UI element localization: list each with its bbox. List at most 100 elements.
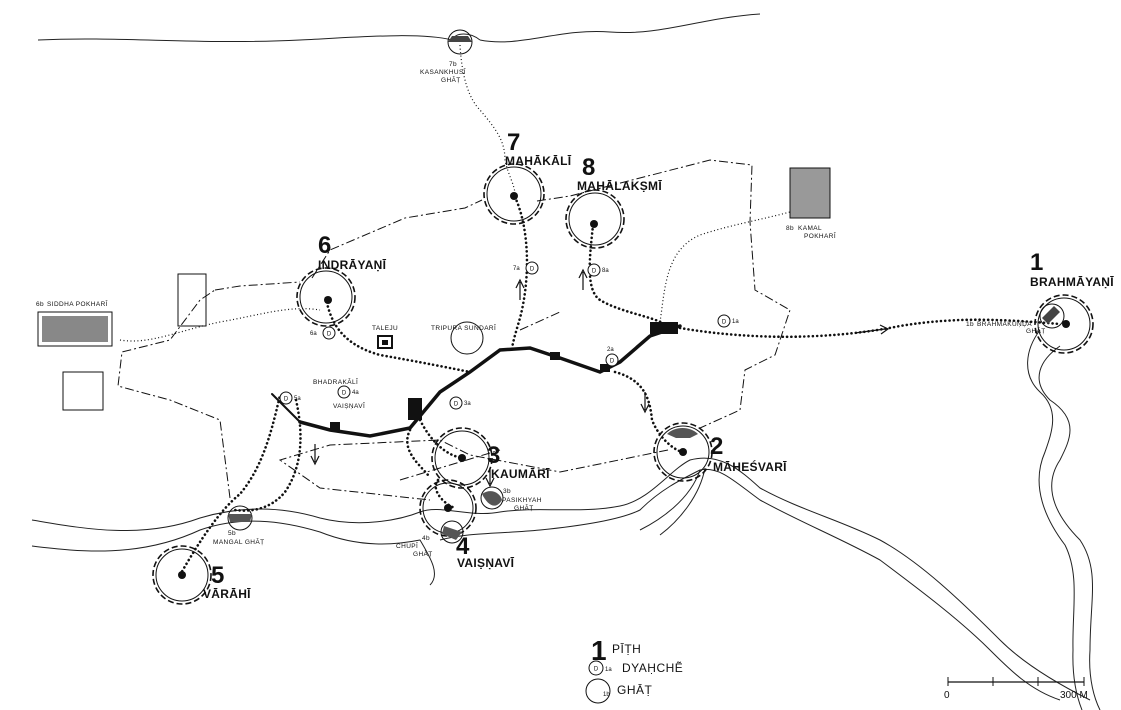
ghat-5b-marker <box>227 505 253 531</box>
scale-bar: 0 300 M <box>944 677 1088 701</box>
pith-6-name: INDRĀYAṆĪ <box>318 258 387 272</box>
dyahche-6a-symbol: D <box>327 332 332 338</box>
route-siddha <box>119 308 321 342</box>
pith-2-number: 2 <box>710 433 723 460</box>
pith-6-circle <box>296 267 356 327</box>
pith-1-circle <box>1034 294 1094 354</box>
ghat-4b-code: 4b <box>422 535 430 542</box>
dyahche-8a-label: 8a <box>602 268 609 274</box>
ghat-2b-marker <box>667 428 698 438</box>
dyahche-8a-symbol: D <box>592 269 597 275</box>
ghat-8b-code: 8b <box>786 225 794 232</box>
ghat-4b-marker <box>440 520 464 544</box>
legend-pith-label: PĪṬH <box>612 642 641 656</box>
tripura-sundari-marker <box>450 321 484 355</box>
street-block-4 <box>600 364 610 372</box>
ghat-7b-suffix: GHĀṬ <box>441 76 461 84</box>
dyahche-2a-label: 2a <box>607 347 614 353</box>
route-indrayani <box>324 296 472 374</box>
durbar-square-block <box>408 398 422 420</box>
direction-arrows <box>310 268 890 488</box>
pith-7-number: 7 <box>507 129 520 156</box>
pith-2-name: MĀHEŚVARĪ <box>713 459 787 474</box>
dyahche-4a-symbol: D <box>342 391 347 397</box>
legend-ghat-icon <box>585 678 611 704</box>
ghat-3b-name: PASIKHYAH <box>502 497 542 504</box>
ghat-7b-marker <box>447 29 473 55</box>
ghat-3b-code: 3b <box>503 488 511 495</box>
dyahche-3a-symbol: D <box>454 402 459 408</box>
legend-dyahche-label: DYAḤCHẼ <box>622 661 683 675</box>
pith-5-name: VĀRĀHĪ <box>203 587 251 601</box>
route-west-loop <box>233 398 302 512</box>
pith-labels: 1 BRAHMĀYAṆĪ 2 MĀHEŚVARĪ 3 KAUMĀRĪ 4 VAI… <box>203 129 1114 601</box>
river-bagmati-east-2 <box>1027 329 1083 710</box>
arrow-south-1 <box>640 392 650 414</box>
dyahche-7a-label: 7a <box>513 266 520 272</box>
taleju-marker <box>377 335 393 349</box>
ghat-1b-name: BRAHMAKUṆḌA <box>977 321 1032 328</box>
ghat-6b-code: 6b <box>36 301 44 308</box>
legend-pith-number: 1 <box>591 635 607 666</box>
arrow-south-2 <box>310 444 320 466</box>
dyahche-6a-label: 6a <box>310 331 317 337</box>
arrow-east <box>854 324 890 335</box>
pith-3-name: KAUMĀRĪ <box>491 467 550 481</box>
legend-dyahche-icon <box>588 660 604 676</box>
dyahche-4a: D 4a <box>337 385 359 399</box>
ghat-5b-code: 5b <box>228 530 236 537</box>
ghat-1b-marker <box>1039 303 1065 329</box>
ghat-markers <box>37 29 1065 544</box>
pith-5-number: 5 <box>211 562 224 589</box>
scale-end-label: 300 M <box>1060 690 1088 701</box>
dyahche-6a: D 6a <box>310 326 336 340</box>
pith-8-number: 8 <box>582 154 595 181</box>
dyahche-2a: D 2a <box>605 347 619 367</box>
ghat-8b-name: KAMAL <box>798 225 822 232</box>
bhadrakali-label: BHADRAKĀLĪ <box>313 378 358 386</box>
legend: 1 PĪṬH D 1a DYAḤCHẼ 1b GHĀṬ <box>585 635 683 704</box>
dyahche-markers: D 1a D 2a D 3a D 4a D 5a D 6a <box>279 261 739 410</box>
route-vaisnavi <box>434 478 457 510</box>
ghat-7b-name: KASANKHUSĪ <box>420 68 466 76</box>
ghat-8b-suffix: POKHARĪ <box>804 232 836 240</box>
landmark-labels: TALEJU TRIPURA SUNDARĪ BHADRAKĀLĪ VAIṢṆA… <box>313 324 496 410</box>
route-kamal <box>659 211 791 323</box>
scale-start-label: 0 <box>944 690 950 701</box>
dyahche-3a: D 3a <box>449 396 471 410</box>
dyahche-1a: D 1a <box>717 314 739 328</box>
route-maheshvari <box>613 370 684 454</box>
pith-7-name: MAHĀKĀLĪ <box>505 154 572 168</box>
street-line <box>298 324 682 438</box>
dyahche-1a-symbol: D <box>722 320 727 326</box>
route-mahakali <box>510 195 529 352</box>
pith-4-number: 4 <box>456 533 470 560</box>
arrow-north-1 <box>515 278 525 300</box>
pith-circles <box>152 163 1094 605</box>
pith-3-number: 3 <box>487 442 500 469</box>
river-bagmati-east <box>1038 345 1101 710</box>
street-block-2 <box>550 352 560 360</box>
pith-7-circle <box>483 163 545 225</box>
route-kaumari <box>406 418 464 477</box>
dyahche-8a: D 8a <box>587 263 609 277</box>
route-brahmayani <box>678 318 1062 339</box>
ghat-6b-name: SIDDHA POKHARĪ <box>47 300 108 308</box>
taleju-label: TALEJU <box>372 325 398 332</box>
river-south-north-bank <box>31 457 1091 701</box>
legend-ghat-label: GHĀṬ <box>617 683 653 697</box>
pith-6-number: 6 <box>318 232 331 259</box>
dyahche-3a-label: 3a <box>464 401 471 407</box>
dyahche-2a-symbol: D <box>610 359 615 365</box>
rivers <box>31 13 1101 710</box>
arrow-north-2 <box>578 268 588 290</box>
pith-1-number: 1 <box>1030 249 1043 276</box>
vaisnavi-temple-label: VAIṢṆAVĪ <box>333 402 365 410</box>
pith-8-name: MAHĀLAKṢMĪ <box>577 179 662 193</box>
ghat-3b-suffix: GHĀṬ <box>514 504 534 512</box>
ghat-4b-name: CHUPĪ <box>396 542 418 550</box>
ghat-labels: 7b KASANKHUSĪ GHĀṬ 1b BRAHMAKUṆḌA GHĀṬ 3… <box>36 61 1045 558</box>
pith-3-circle <box>431 427 493 489</box>
pith-4-name: VAIṢṆAVĪ <box>457 556 515 570</box>
